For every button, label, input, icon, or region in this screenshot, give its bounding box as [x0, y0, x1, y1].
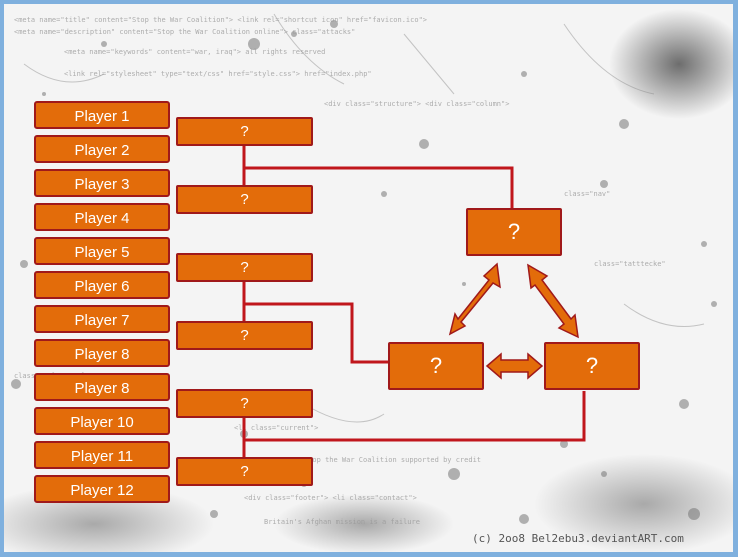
round1-match-box: ? — [176, 117, 313, 146]
credit-text: (c) 2oo8 Bel2ebu3.deviantART.com — [472, 532, 684, 545]
player-box: Player 12 — [34, 475, 170, 503]
player-box: Player 2 — [34, 135, 170, 163]
bracket-lines — [242, 146, 586, 472]
final-left-box: ? — [388, 342, 484, 390]
player-box: Player 8 — [34, 339, 170, 367]
slide: <meta name="title" content="Stop the War… — [4, 4, 733, 552]
bracket-connector — [244, 391, 586, 442]
player-box: Player 1 — [34, 101, 170, 129]
final-top-box: ? — [466, 208, 562, 256]
round1-match-box: ? — [176, 321, 313, 350]
player-box: Player 4 — [34, 203, 170, 231]
round1-match-box: ? — [176, 185, 313, 214]
round1-match-box: ? — [176, 253, 313, 282]
bracket-connector — [244, 302, 390, 364]
double-arrow-left-top — [448, 262, 501, 336]
player-box: Player 11 — [34, 441, 170, 469]
round1-match-box: ? — [176, 457, 313, 486]
player-box: Player 5 — [34, 237, 170, 265]
player-box: Player 8 — [34, 373, 170, 401]
final-right-box: ? — [544, 342, 640, 390]
bracket-connector — [244, 166, 514, 210]
player-box: Player 3 — [34, 169, 170, 197]
double-arrow-right-top — [527, 263, 579, 339]
round1-match-box: ? — [176, 389, 313, 418]
double-arrow-horizontal — [485, 352, 544, 380]
player-box: Player 6 — [34, 271, 170, 299]
player-box: Player 7 — [34, 305, 170, 333]
player-box: Player 10 — [34, 407, 170, 435]
